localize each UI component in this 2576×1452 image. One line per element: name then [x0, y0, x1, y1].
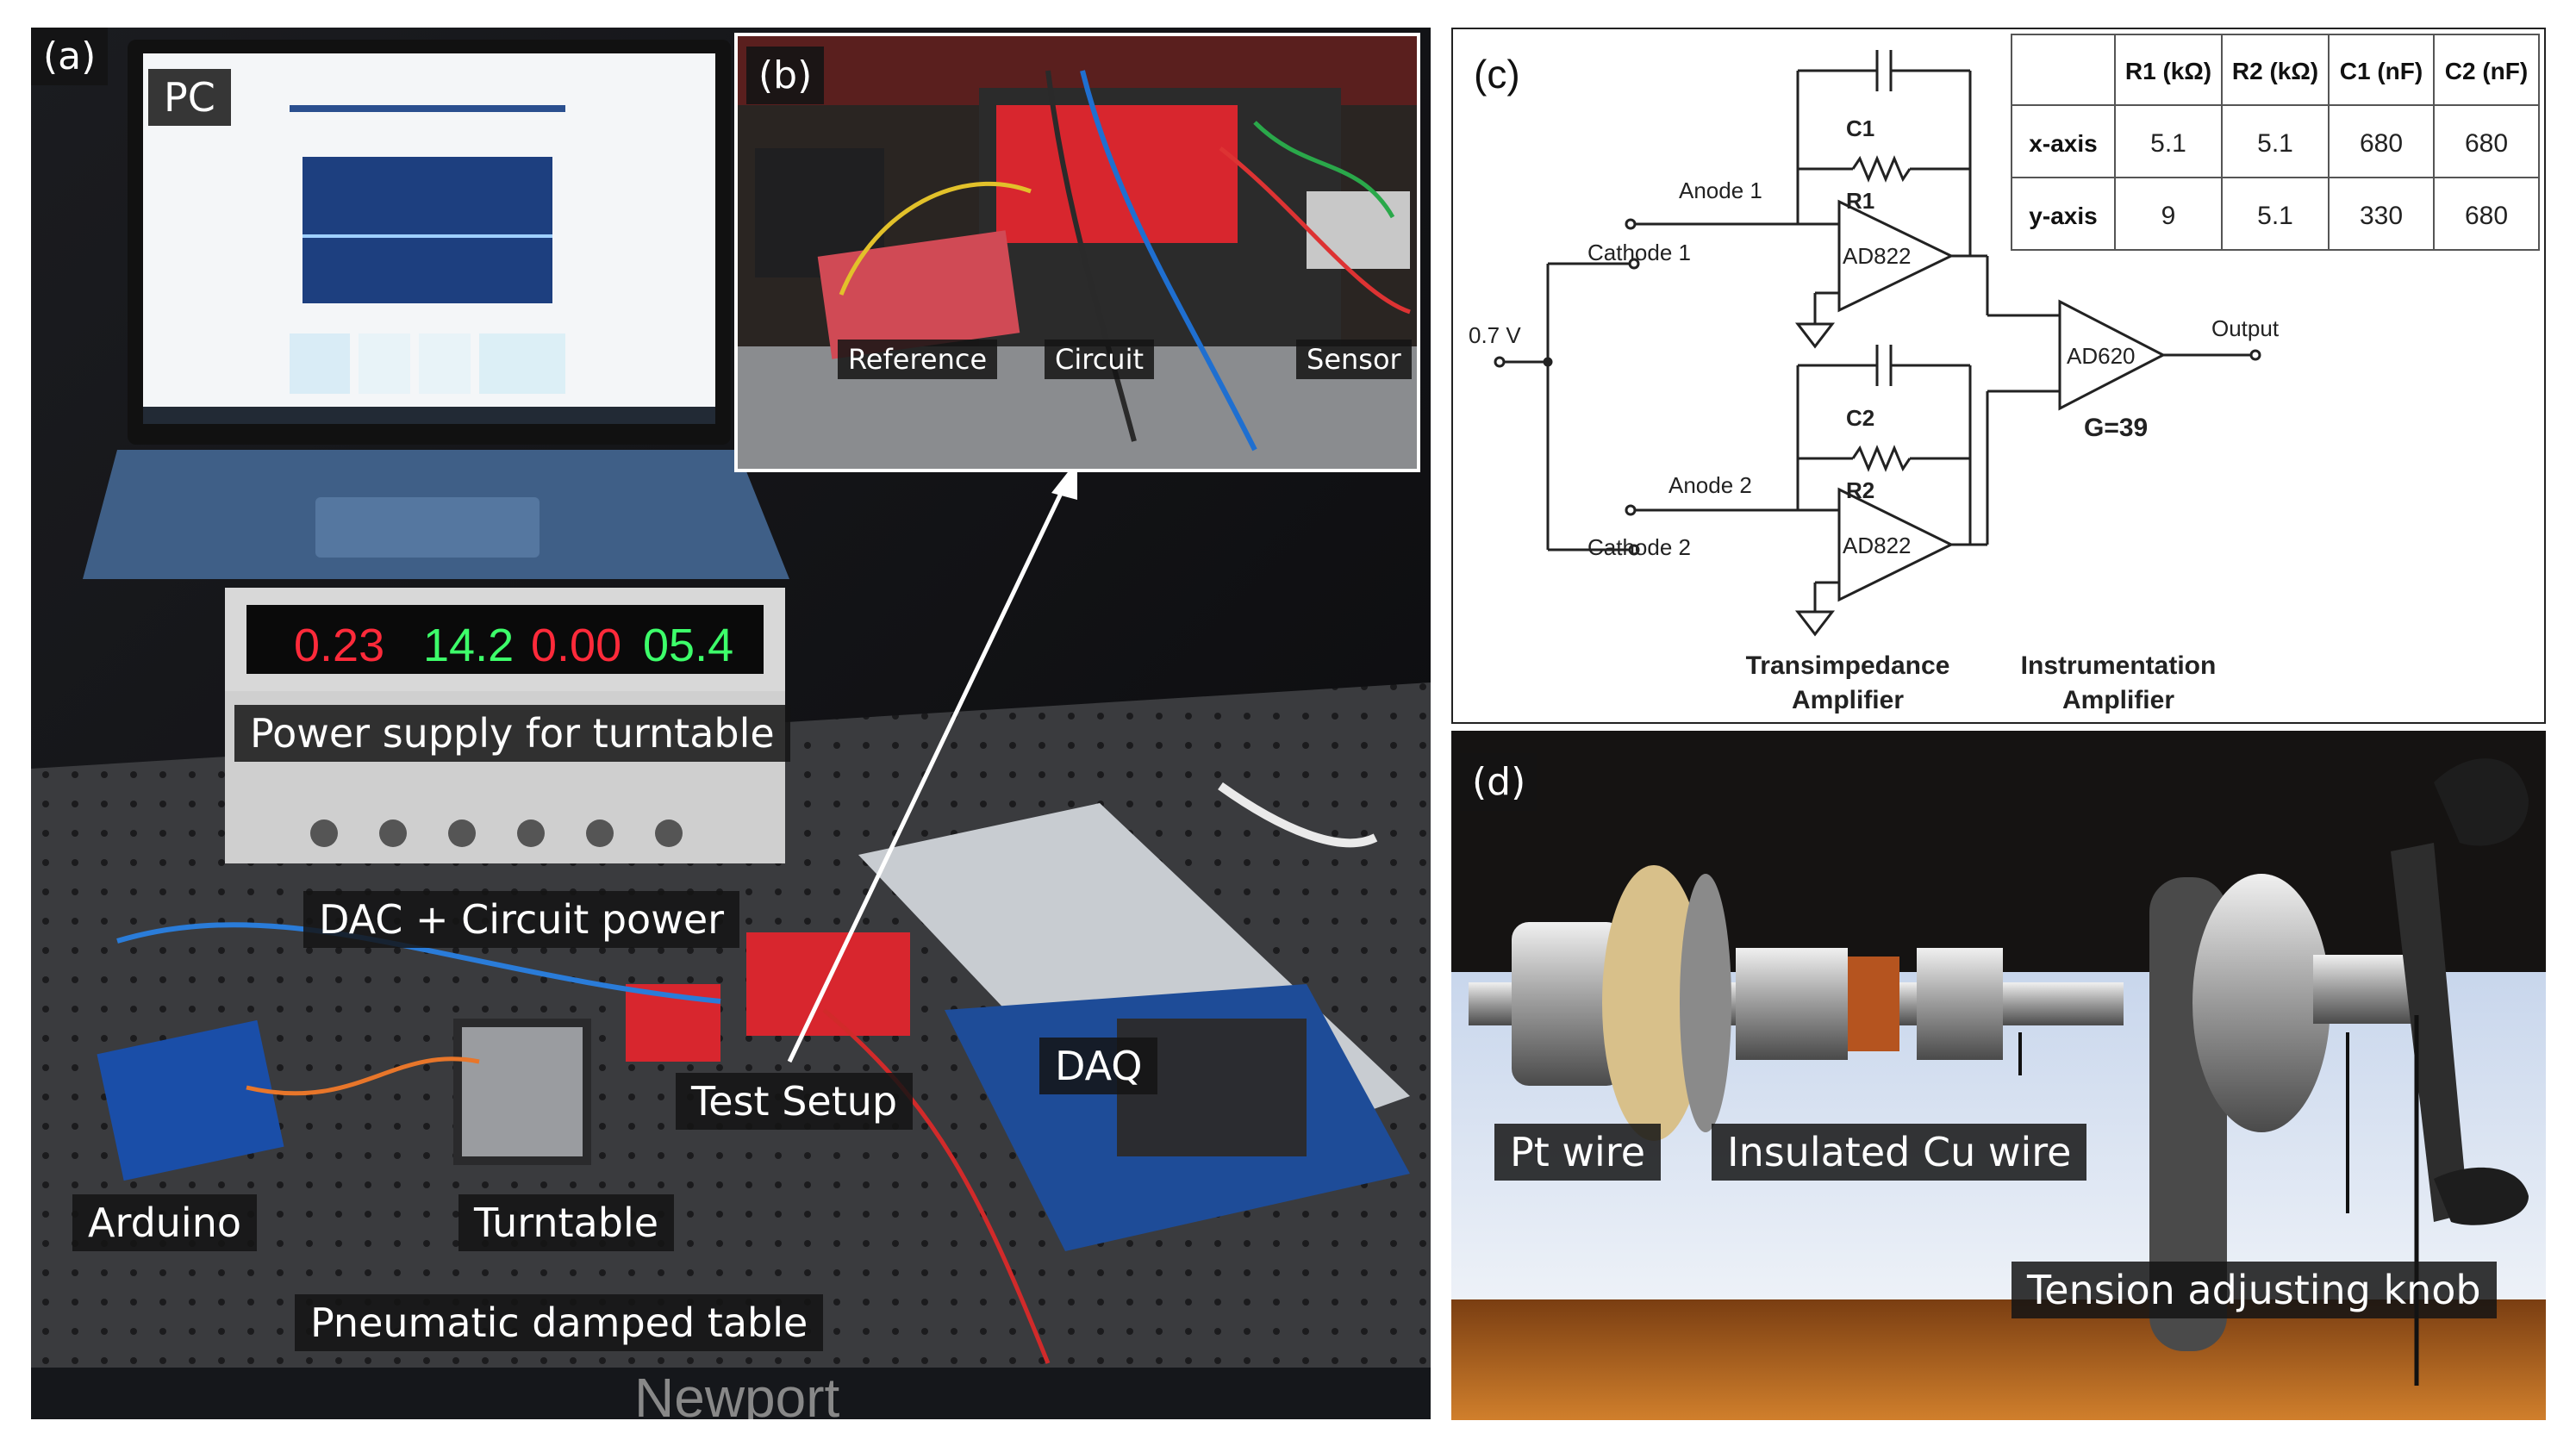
label-turntable: Turntable [458, 1194, 675, 1251]
label-arduino: Arduino [72, 1194, 258, 1251]
tension-knob [2313, 955, 2417, 1024]
label-sensor: Sensor [1296, 340, 1412, 379]
table-cell-x-r1: 5.1 [2150, 129, 2186, 158]
label-tension-knob: Tension adjusting knob [2012, 1262, 2497, 1318]
table-cell-x-r2: 5.1 [2257, 129, 2293, 158]
table-cell-y-r2: 5.1 [2257, 202, 2293, 230]
label-cu-wire: Insulated Cu wire [1712, 1124, 2087, 1181]
panel-c-tag: (c) [1474, 52, 1520, 97]
label-anode-1: Anode 1 [1679, 178, 1762, 203]
table-cell-x-c1: 680 [2360, 129, 2403, 158]
label-pc: PC [148, 69, 231, 126]
label-reference: Reference [838, 340, 998, 379]
arduino-board [97, 1019, 284, 1181]
label-daq: DAQ [1039, 1038, 1158, 1094]
panel-d-photo: (d) Pt wire Insulated Cu wire Tension ad… [1451, 731, 2546, 1420]
table-cell-y-c1: 330 [2360, 202, 2403, 230]
label-circuit: Circuit [1045, 340, 1154, 379]
label-c1: C1 [1846, 115, 1874, 141]
supply-readout-2: 14.2 [423, 620, 514, 671]
supply-readout-3: 0.00 [531, 620, 621, 671]
circuit-closeup-illustration [738, 36, 1417, 469]
pt-wire-spool [1602, 865, 1706, 1141]
label-power-supply: Power supply for turntable [234, 705, 790, 762]
label-pt-wire: Pt wire [1494, 1124, 1662, 1181]
label-bias: 0.7 V [1469, 322, 1521, 348]
cu-wire-coil [1848, 957, 1899, 1051]
panel-a-photo: 0.23 14.2 0.00 05.4 [31, 28, 1431, 1419]
label-anode-2: Anode 2 [1668, 472, 1752, 498]
table-header-c1: C1 (nF) [2340, 58, 2423, 84]
caption-instrumentation-2: Amplifier [2062, 686, 2174, 714]
table-cell-y-r1: 9 [2161, 202, 2176, 230]
label-test-setup: Test Setup [676, 1073, 914, 1130]
table-header-r1: R1 (kΩ) [2125, 58, 2211, 84]
label-opamp-top: AD822 [1843, 243, 1912, 269]
table-row-label-x: x-axis [2029, 130, 2097, 157]
brand-text: Newport [634, 1367, 840, 1419]
label-inamp: AD620 [2067, 343, 2136, 369]
supply-readout-4: 05.4 [643, 620, 733, 671]
table-cell-y-c2: 680 [2465, 202, 2508, 230]
label-r1: R1 [1846, 188, 1874, 214]
label-opamp-bottom: AD822 [1843, 533, 1912, 558]
label-pneumatic-table: Pneumatic damped table [295, 1294, 824, 1351]
laptop [83, 40, 789, 579]
table-header-r2: R2 (kΩ) [2232, 58, 2318, 84]
label-r2: R2 [1846, 477, 1874, 503]
supply-readout-1: 0.23 [294, 620, 384, 671]
panel-c-schematic: (c) R1 (kΩ) R2 (kΩ) C1 (nF) C2 (nF) x-ax… [1451, 28, 2546, 724]
label-cathode-1: Cathode 1 [1587, 240, 1691, 265]
panel-a-tag: (a) [31, 28, 109, 85]
caption-transimpedance-1: Transimpedance [1746, 651, 1950, 680]
caption-instrumentation-1: Instrumentation [2021, 651, 2217, 680]
component-table [2011, 34, 2540, 251]
caption-transimpedance-2: Amplifier [1792, 686, 1904, 714]
circuit-schematic: (c) R1 (kΩ) R2 (kΩ) C1 (nF) C2 (nF) x-ax… [1469, 34, 2540, 714]
table-cell-x-c2: 680 [2465, 129, 2508, 158]
panel-d-tag: (d) [1460, 753, 1538, 811]
panel-b-tag: (b) [746, 47, 825, 104]
label-c2: C2 [1846, 405, 1874, 431]
label-gain: G=39 [2084, 414, 2148, 442]
label-output: Output [2211, 315, 2280, 341]
schematic-wires [1494, 50, 2261, 637]
panel-b-closeup: (b) Reference Circuit Sensor [734, 33, 1420, 472]
arrow-to-closeup [787, 483, 1068, 1063]
label-dac-power: DAC + Circuit power [303, 891, 740, 948]
label-cathode-2: Cathode 2 [1587, 534, 1691, 560]
table-header-c2: C2 (nF) [2445, 58, 2528, 84]
table-row-label-y: y-axis [2029, 203, 2097, 229]
